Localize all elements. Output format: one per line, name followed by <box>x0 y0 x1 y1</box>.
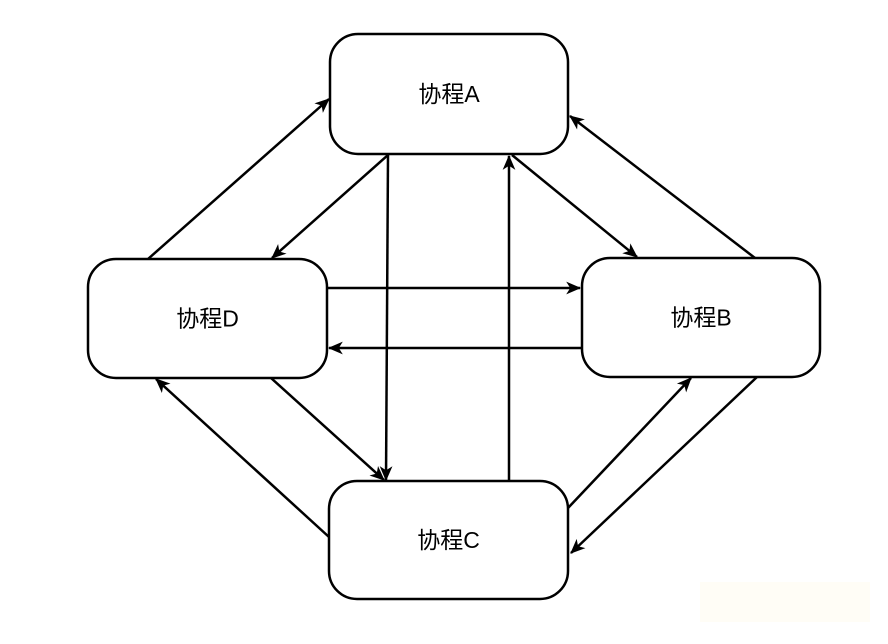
edge-a-to-c <box>379 154 393 482</box>
node-label-c: 协程C <box>417 527 480 553</box>
edge-b-to-c <box>570 376 758 554</box>
node-b: 协程B <box>580 256 822 379</box>
edge-b-to-a <box>569 115 756 259</box>
node-label-b: 协程B <box>670 305 731 331</box>
node-box-a <box>328 32 570 156</box>
node-box-b <box>580 256 822 379</box>
edge-a-to-d <box>271 154 389 259</box>
node-label-a: 协程A <box>418 81 480 107</box>
edge-a-to-b <box>511 154 638 258</box>
node-box-c <box>327 479 570 601</box>
node-c: 协程C <box>327 479 570 601</box>
node-d: 协程D <box>86 257 329 380</box>
edge-d-to-c <box>270 377 385 481</box>
edge-d-to-a <box>147 98 330 260</box>
node-a: 协程A <box>328 32 570 156</box>
node-label-d: 协程D <box>176 306 239 332</box>
node-box-d <box>86 257 329 380</box>
edge-c-to-d <box>155 378 330 538</box>
edge-c-to-b <box>567 377 692 509</box>
